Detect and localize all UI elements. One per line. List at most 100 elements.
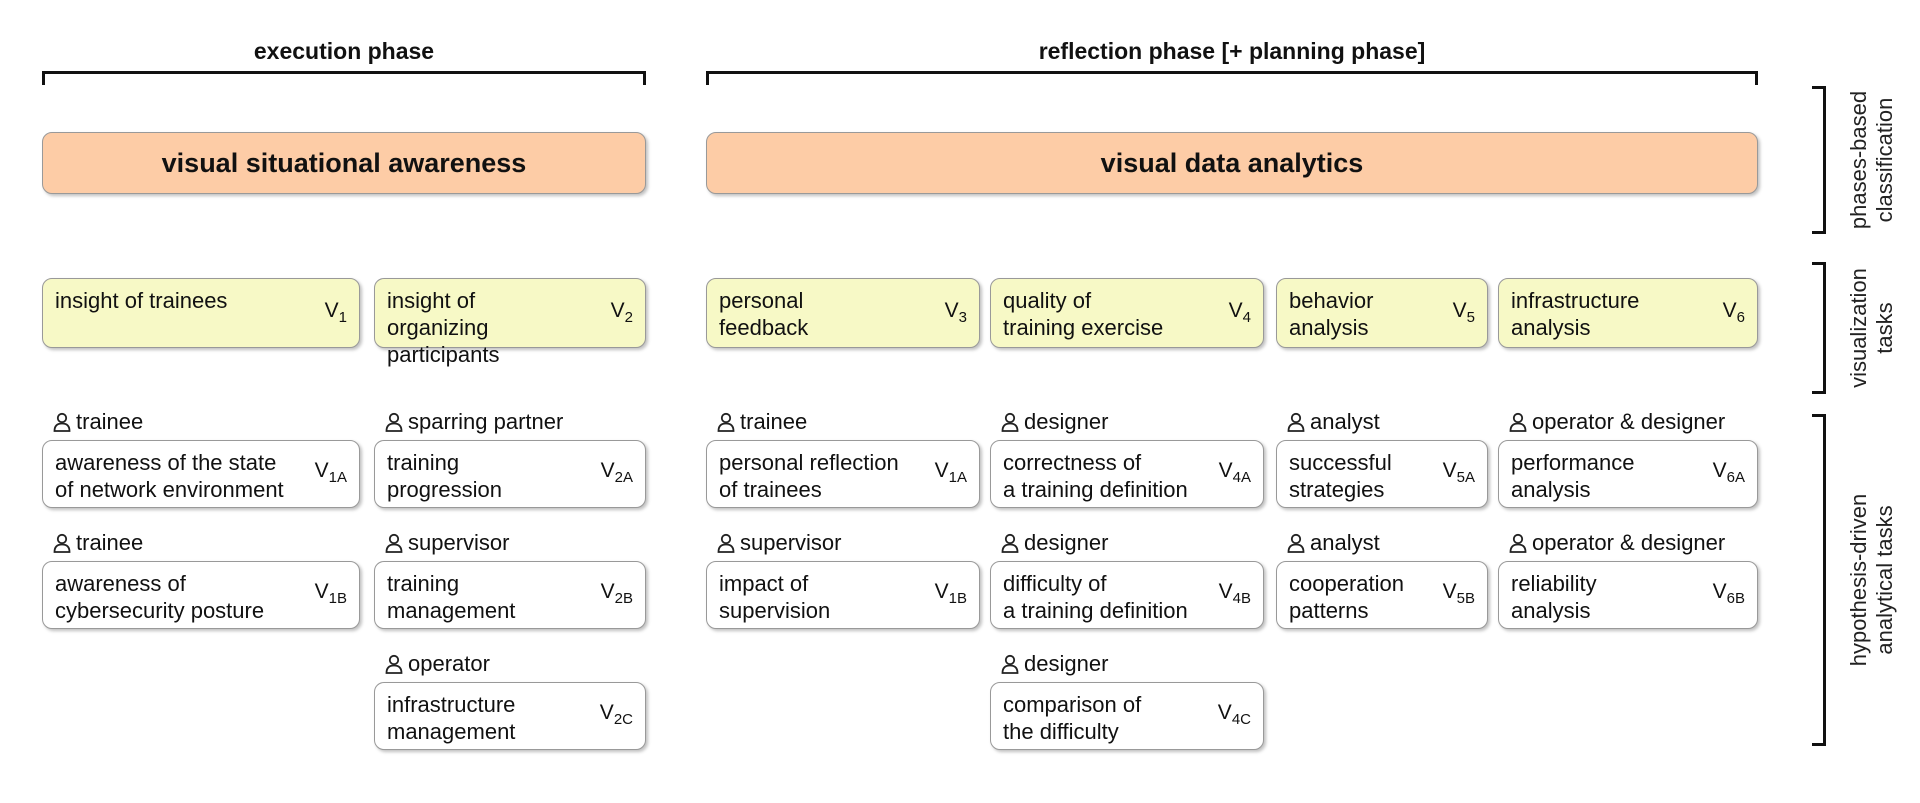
task-code: V2 [610, 299, 633, 326]
visualization-tasks-bracket [1812, 262, 1826, 394]
person-icon [385, 654, 403, 674]
task-label: insight of organizing participants [387, 288, 500, 367]
person-icon [53, 533, 71, 553]
category-label: visual situational awareness [161, 147, 527, 178]
role-label: operator [384, 651, 490, 677]
person-icon [1509, 533, 1527, 553]
task-code: V3 [944, 299, 967, 326]
hypothesis-label: correctness of a training definition [1003, 450, 1188, 502]
category-visual-data-analytics: visual data analytics [706, 132, 1758, 194]
hypothesis-code: V4B [1218, 580, 1251, 607]
category-label: visual data analytics [1100, 147, 1364, 178]
task-label: insight of trainees [55, 288, 228, 313]
task-label: behavior analysis [1289, 288, 1374, 340]
task-label: infrastructure analysis [1511, 288, 1640, 340]
hypothesis-label: training progression [387, 450, 502, 502]
hypothesis-v4a: correctness of a training definition V4A [990, 440, 1264, 508]
hypothesis-label: impact of supervision [719, 571, 831, 623]
role-label: sparring partner [384, 409, 563, 435]
person-icon [717, 533, 735, 553]
hypothesis-v5a: successful strategies V5A [1276, 440, 1488, 508]
side-label-line: analytical tasks [1872, 505, 1897, 655]
role-label: trainee [716, 409, 807, 435]
hypothesis-code: V4A [1218, 459, 1251, 486]
hypothesis-label: reliability analysis [1511, 571, 1597, 623]
hypothesis-code: V4C [1217, 701, 1251, 728]
hypothesis-v1a-reflection: personal reflection of trainees V1A [706, 440, 980, 508]
side-label-line: phases-based [1846, 90, 1871, 230]
hypothesis-code: V1A [314, 459, 347, 486]
hypothesis-label: awareness of the state of network enviro… [55, 450, 284, 502]
hypothesis-label: personal reflection of trainees [719, 450, 899, 502]
person-icon [1287, 412, 1305, 432]
hypothesis-label: training management [387, 571, 516, 623]
person-icon [385, 412, 403, 432]
hypothesis-v1a-execution: awareness of the state of network enviro… [42, 440, 360, 508]
task-v3: personal feedback V3 [706, 278, 980, 348]
task-v6: infrastructure analysis V6 [1498, 278, 1758, 348]
role-label: operator & designer [1508, 409, 1725, 435]
role-label: designer [1000, 409, 1108, 435]
person-icon [717, 412, 735, 432]
hypothesis-v4c: comparison of the difficulty V4C [990, 682, 1264, 750]
person-icon [1287, 533, 1305, 553]
role-label: trainee [52, 409, 143, 435]
reflection-phase-title: reflection phase [+ planning phase] [1038, 38, 1426, 64]
person-icon [1509, 412, 1527, 432]
task-label: quality of training exercise [1003, 288, 1164, 340]
task-code: V6 [1722, 299, 1745, 326]
hypothesis-code: V2C [599, 701, 633, 728]
reflection-phase-bracket [706, 71, 1758, 85]
side-label-line: hypothesis-driven [1846, 493, 1871, 667]
execution-phase-bracket [42, 71, 646, 85]
task-code: V5 [1452, 299, 1475, 326]
task-v5: behavior analysis V5 [1276, 278, 1488, 348]
hypothesis-v5b: cooperation patterns V5B [1276, 561, 1488, 629]
side-label-line: visualization [1846, 268, 1871, 388]
hypothesis-label: difficulty of a training definition [1003, 571, 1188, 623]
hypothesis-code: V1A [934, 459, 967, 486]
hypothesis-v6a: performance analysis V6A [1498, 440, 1758, 508]
role-label: supervisor [384, 530, 509, 556]
hypothesis-label: cooperation patterns [1289, 571, 1404, 623]
hypothesis-v2c: infrastructure management V2C [374, 682, 646, 750]
hypothesis-v2a: training progression V2A [374, 440, 646, 508]
task-label: personal feedback [719, 288, 809, 340]
task-code: V4 [1228, 299, 1251, 326]
task-v2: insight of organizing participants V2 [374, 278, 646, 367]
person-icon [1001, 533, 1019, 553]
role-label: operator & designer [1508, 530, 1725, 556]
role-label: analyst [1286, 409, 1380, 435]
hypothesis-code: V5B [1442, 580, 1475, 607]
hypothesis-label: successful strategies [1289, 450, 1392, 502]
category-visual-situational-awareness: visual situational awareness [42, 132, 646, 194]
hypothesis-v4b: difficulty of a training definition V4B [990, 561, 1264, 629]
task-v4: quality of training exercise V4 [990, 278, 1264, 348]
role-label: designer [1000, 651, 1108, 677]
person-icon [53, 412, 71, 432]
task-code: V1 [324, 299, 347, 326]
hypothesis-label: comparison of the difficulty [1003, 692, 1142, 744]
role-label: supervisor [716, 530, 841, 556]
hypothesis-label: awareness of cybersecurity posture [55, 571, 265, 623]
execution-phase-title: execution phase [253, 38, 435, 64]
phases-classification-bracket [1812, 86, 1826, 234]
person-icon [1001, 654, 1019, 674]
task-v1: insight of trainees V1 [42, 278, 360, 348]
hypothesis-tasks-bracket [1812, 414, 1826, 746]
hypothesis-label: performance analysis [1511, 450, 1635, 502]
hypothesis-v2b: training management V2B [374, 561, 646, 629]
hypothesis-label: infrastructure management [387, 692, 516, 744]
role-label: trainee [52, 530, 143, 556]
side-label-line: tasks [1872, 302, 1897, 354]
hypothesis-code: V1B [934, 580, 967, 607]
person-icon [1001, 412, 1019, 432]
hypothesis-v1b-reflection: impact of supervision V1B [706, 561, 980, 629]
hypothesis-code: V2B [600, 580, 633, 607]
side-label-line: classification [1872, 97, 1897, 223]
hypothesis-v1b-execution: awareness of cybersecurity posture V1B [42, 561, 360, 629]
hypothesis-code: V2A [600, 459, 633, 486]
